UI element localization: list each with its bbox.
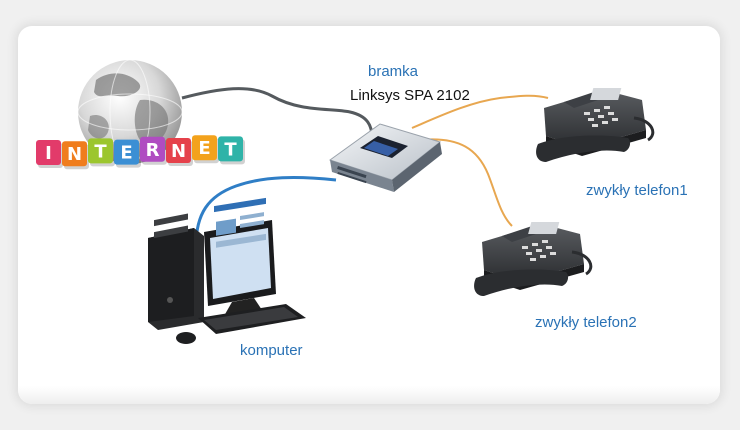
internet-letter-block: T (88, 138, 115, 167)
computer-label: komputer (240, 342, 303, 359)
internet-letter-block: N (62, 141, 89, 170)
internet-letter: T (224, 139, 237, 160)
internet-letter-block: E (192, 135, 219, 164)
internet-letter: E (120, 143, 132, 164)
internet-letter: T (94, 141, 107, 162)
internet-cable (181, 87, 374, 139)
internet-letter-block: E (114, 139, 141, 168)
phone1-label: zwykły telefon1 (586, 182, 688, 199)
internet-letter: N (67, 144, 82, 165)
internet-letter: I (45, 143, 52, 164)
phone2-icon (474, 222, 593, 296)
computer-cable (194, 176, 337, 247)
internet-letter: N (171, 141, 186, 162)
internet-letter-block: I (36, 140, 63, 168)
internet-letter: E (198, 138, 210, 159)
phone2-label: zwykły telefon2 (535, 314, 637, 331)
internet-letter-block: R (140, 136, 167, 165)
phone1-icon (536, 88, 655, 162)
linksys-router-icon (328, 123, 442, 192)
gateway-model-label: Linksys SPA 2102 (350, 87, 470, 104)
computer-icon (148, 197, 306, 344)
phone1-cable (411, 94, 549, 129)
internet-letter: R (146, 140, 160, 161)
gateway-title-label: bramka (368, 63, 419, 80)
internet-letter-block: N (166, 138, 193, 166)
panel-bottom-fade (18, 386, 720, 404)
internet-letter-block: T (218, 136, 245, 165)
phone2-cable (419, 138, 513, 227)
